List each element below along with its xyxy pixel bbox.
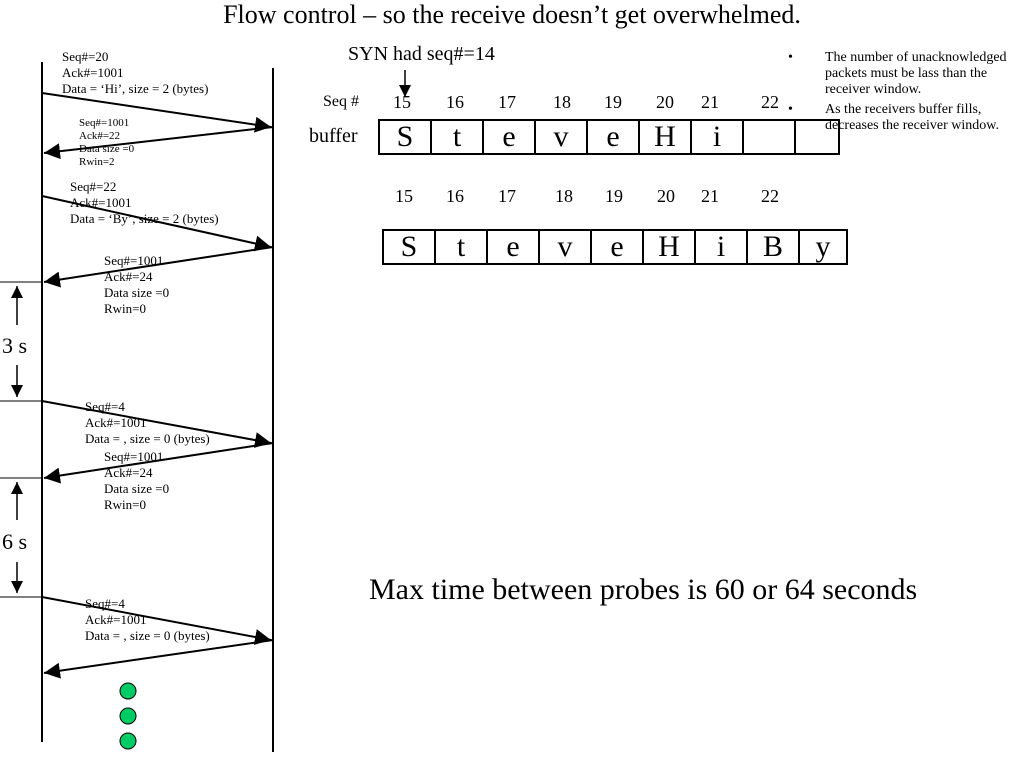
- buffer-cell: t: [434, 229, 488, 265]
- seq-number: 19: [604, 92, 622, 112]
- buffer-cell: H: [638, 119, 692, 155]
- msg-line: Ack#=24: [104, 465, 153, 480]
- msg-line: Data size =0: [79, 143, 135, 155]
- message-label-m5: Seq#=4 Ack#=1001 Data = , size = 0 (byte…: [85, 399, 210, 447]
- buffer-cell: v: [538, 229, 592, 265]
- buffer-cell: B: [746, 229, 800, 265]
- msg-line: Data = ‘By’, size = 2 (bytes): [70, 211, 219, 226]
- msg-line: Rwin=0: [104, 497, 147, 512]
- buffer-cell: H: [642, 229, 696, 265]
- seq-number: 22: [761, 92, 779, 112]
- buffer-cell: y: [798, 229, 848, 265]
- arrow-m7: [41, 596, 272, 645]
- msg-line: Ack#=1001: [62, 65, 124, 80]
- seq-number: 16: [446, 92, 464, 112]
- buffer-cell: S: [382, 229, 436, 265]
- arrow-m1: [41, 92, 272, 133]
- interval-label-1: 3 s: [2, 333, 28, 359]
- msg-line: Seq#=1001: [104, 253, 164, 268]
- msg-line: Ack#=1001: [70, 195, 132, 210]
- continuation-dot: [119, 682, 137, 700]
- buffer-cell: e: [482, 119, 536, 155]
- message-label-m1: Seq#=20 Ack#=1001 Data = ‘Hi’, size = 2 …: [62, 49, 208, 97]
- buffer-cell: S: [378, 119, 432, 155]
- continuation-dot: [119, 707, 137, 725]
- seq-number: 17: [498, 186, 516, 206]
- seq-number: 15: [395, 186, 413, 206]
- slide-title: Flow control – so the receive doesn’t ge…: [223, 0, 801, 29]
- buffer-cell: e: [486, 229, 540, 265]
- syn-label: SYN had seq#=14: [348, 43, 495, 65]
- buffer-cell: e: [586, 119, 640, 155]
- bullet-list: The number of unacknowledged packets mus…: [788, 50, 1024, 138]
- seq-number: 17: [498, 92, 516, 112]
- seq-number: 21: [701, 92, 719, 112]
- message-label-m6: Seq#=1001 Ack#=24 Data size =0 Rwin=0: [104, 449, 169, 513]
- arrow-m3: [41, 195, 272, 252]
- seq-number: 19: [605, 186, 623, 206]
- continuation-dot: [119, 732, 137, 750]
- msg-line: Data = , size = 0 (bytes): [85, 628, 210, 643]
- seq-number: 15: [393, 92, 411, 112]
- buffer-cell: v: [534, 119, 588, 155]
- seq-number: 20: [656, 92, 674, 112]
- message-label-m2: Seq#=1001 Ack#=22 Data size =0 Rwin=2: [79, 117, 134, 169]
- interval-label-2: 6 s: [2, 529, 28, 555]
- seq-header: Seq #: [323, 93, 359, 110]
- msg-line: Data size =0: [104, 481, 170, 496]
- arrow-m2: [43, 126, 274, 160]
- seq-number: 22: [761, 186, 779, 206]
- arrow-return: [43, 639, 274, 679]
- seq-number: 18: [555, 186, 573, 206]
- message-label-m3: Seq#=22 Ack#=1001 Data = ‘By’, size = 2 …: [70, 179, 219, 227]
- msg-line: Ack#=1001: [85, 612, 147, 627]
- msg-line: Seq#=4: [85, 596, 125, 611]
- buffer-label: buffer: [309, 125, 358, 147]
- buffer-cell: e: [590, 229, 644, 265]
- bullet-item: The number of unacknowledged packets mus…: [788, 50, 1024, 98]
- seq-number: 20: [657, 186, 675, 206]
- msg-line: Data = , size = 0 (bytes): [85, 431, 210, 446]
- seq-number: 21: [701, 186, 719, 206]
- msg-line: Seq#=1001: [104, 449, 164, 464]
- msg-line: Data = ‘Hi’, size = 2 (bytes): [62, 81, 209, 96]
- msg-line: Rwin=0: [104, 301, 147, 316]
- message-label-m7: Seq#=4 Ack#=1001 Data = , size = 0 (byte…: [85, 596, 210, 644]
- arrow-m4: [43, 246, 274, 288]
- max-time-note: Max time between probes is 60 or 64 seco…: [369, 573, 918, 606]
- msg-line: Seq#=4: [85, 399, 125, 414]
- msg-line: Seq#=1001: [79, 117, 130, 129]
- buffer-cell: i: [690, 119, 744, 155]
- seq-number: 18: [553, 92, 571, 112]
- msg-line: Data size =0: [104, 285, 170, 300]
- msg-line: Ack#=22: [79, 130, 121, 142]
- arrow-m6: [43, 442, 274, 484]
- message-label-m4: Seq#=1001 Ack#=24 Data size =0 Rwin=0: [104, 253, 169, 317]
- buffer-cell: t: [430, 119, 484, 155]
- buffer-cell: i: [694, 229, 748, 265]
- msg-line: Ack#=1001: [85, 415, 147, 430]
- seq-number: 16: [446, 186, 464, 206]
- msg-line: Rwin=2: [79, 156, 115, 168]
- msg-line: Seq#=22: [70, 179, 117, 194]
- msg-line: Seq#=20: [62, 49, 109, 64]
- bullet-item: As the receivers buffer fills, decreases…: [788, 102, 1024, 134]
- arrow-m5: [41, 400, 272, 448]
- msg-line: Ack#=24: [104, 269, 153, 284]
